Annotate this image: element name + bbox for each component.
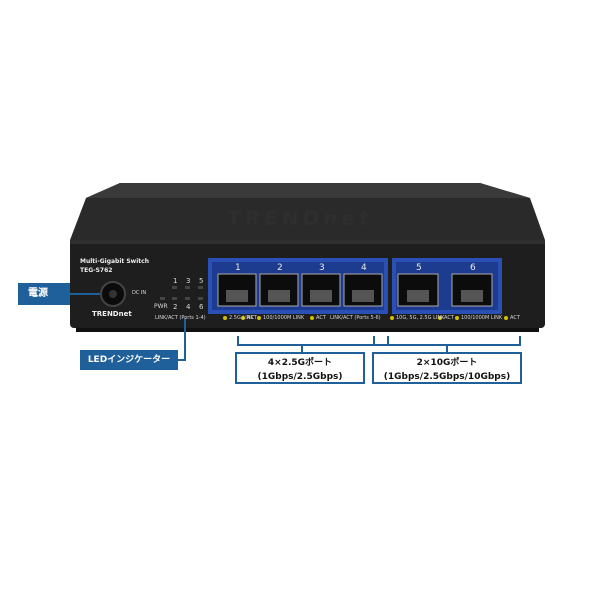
led-col-2: 2 <box>173 303 178 311</box>
link-act-mid: LINK/ACT (Ports 5-6) <box>330 315 381 321</box>
callout-25g-line1: 4×2.5Gポート <box>267 358 333 368</box>
led-col-6: 6 <box>199 303 204 311</box>
port-number-2: 2 <box>277 263 283 273</box>
link-act-left: LINK/ACT (Ports 1-4) <box>155 315 206 321</box>
dc-label: DC IN <box>132 290 147 296</box>
legend-act-1: ACT <box>247 315 257 321</box>
led-col-1: 1 <box>173 277 178 285</box>
legend-act-4: ACT <box>510 315 520 321</box>
port-number-6: 6 <box>470 263 476 273</box>
port-number-5: 5 <box>416 263 422 273</box>
model-line: Multi-Gigabit Switch <box>80 258 149 265</box>
callout-25g-line2: (1Gbps/2.5Gbps) <box>257 372 343 382</box>
legend-act-3: ACT <box>444 315 454 321</box>
port-number-3: 3 <box>319 263 325 273</box>
callout-10g-line1: 2×10Gポート <box>416 358 478 368</box>
callout-10g-line2: (1Gbps/2.5Gbps/10Gbps) <box>383 372 511 382</box>
legend-1000m-1: 100/1000M LINK <box>263 315 305 321</box>
lid-logo: TRENDnet <box>226 206 374 230</box>
port-number-4: 4 <box>361 263 367 273</box>
port-number-1: 1 <box>235 263 241 273</box>
model-number: TEG-S762 <box>80 267 113 274</box>
led-col-5: 5 <box>199 277 204 285</box>
callout-led: LEDインジケーター <box>80 350 178 370</box>
callout-25g-ports: 4×2.5Gポート (1Gbps/2.5Gbps) <box>235 352 365 384</box>
callout-power: 電源 <box>18 283 70 305</box>
legend-act-2: ACT <box>316 315 326 321</box>
legend-10g-link: 10G, 5G, 2.5G LINK <box>396 315 445 321</box>
pwr-label: PWR <box>154 303 168 310</box>
legend-1000m-2: 100/1000M LINK <box>461 315 503 321</box>
callout-10g-ports: 2×10Gポート (1Gbps/2.5Gbps/10Gbps) <box>372 352 522 384</box>
brand-logo: TRENDnet <box>92 310 132 318</box>
led-col-3: 3 <box>186 277 191 285</box>
legend-25g-link: 2.5G LINK <box>229 315 254 321</box>
led-col-4: 4 <box>186 303 191 311</box>
